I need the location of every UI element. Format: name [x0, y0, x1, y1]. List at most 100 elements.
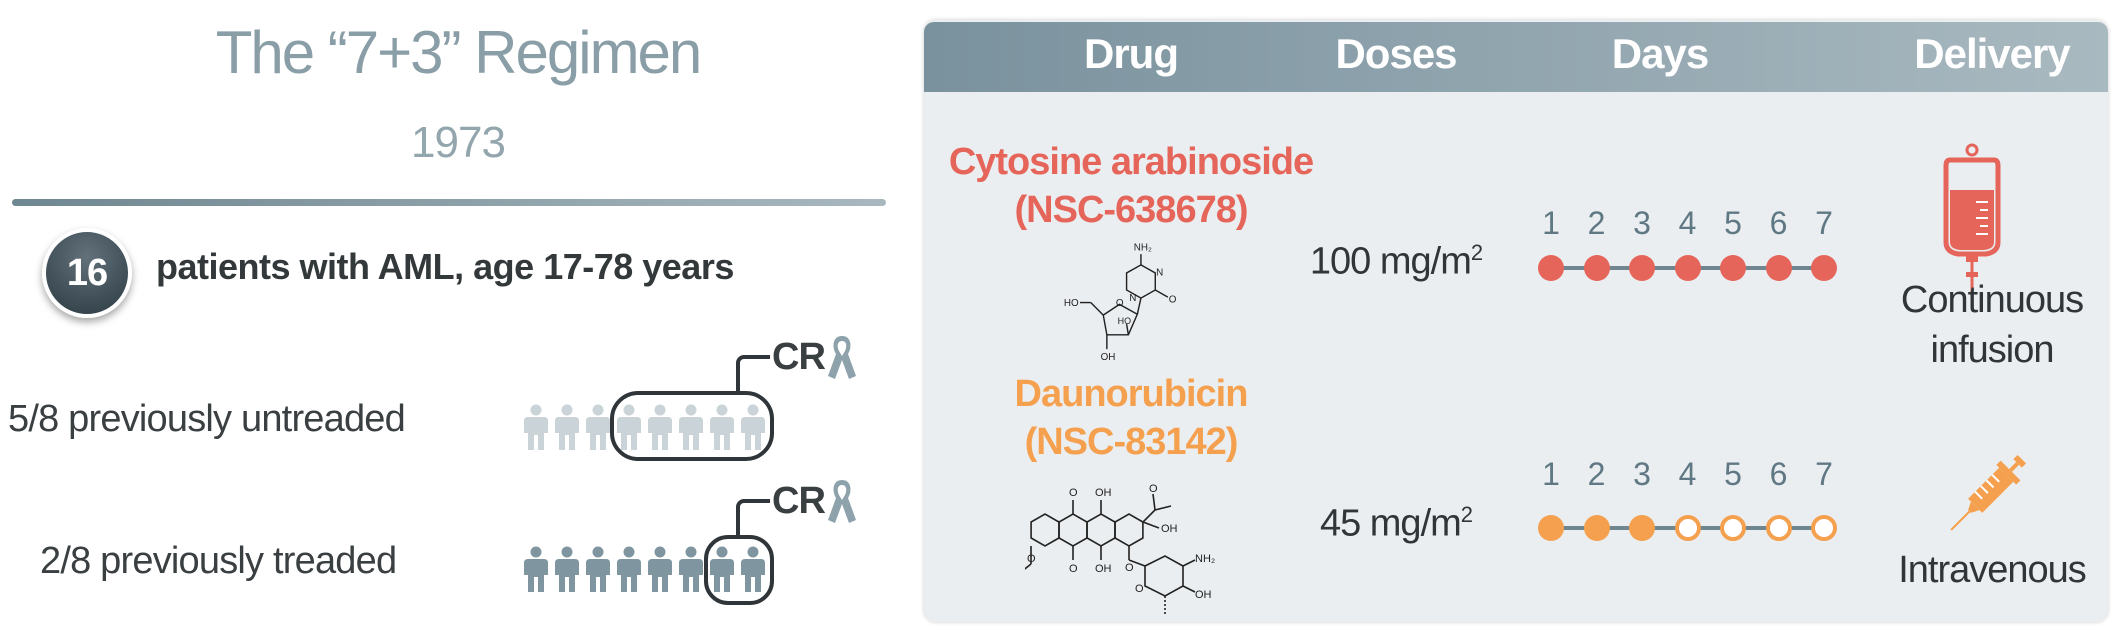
- responder-box-treated: [704, 535, 774, 605]
- day-number: 6: [1769, 456, 1788, 492]
- atom-label: N: [1129, 293, 1136, 304]
- header-days: Days: [1611, 30, 1709, 77]
- dose-day-dot-empty: [1811, 515, 1837, 541]
- atom-label: OH: [1095, 487, 1112, 499]
- cr-bracket: [736, 355, 770, 393]
- atom-label: O: [1125, 562, 1134, 574]
- person-icon: [710, 404, 734, 450]
- person-icon: [617, 546, 641, 592]
- day-number: 1: [1542, 205, 1560, 241]
- atom-label: NH₂: [1195, 553, 1215, 565]
- day-number: 3: [1633, 456, 1651, 492]
- cr-label: CR: [772, 480, 826, 522]
- day-number: 1: [1542, 456, 1560, 492]
- day-number: 2: [1587, 456, 1606, 492]
- patient-count-badge: 16: [42, 228, 132, 318]
- year-subtitle: 1973: [411, 118, 506, 167]
- awareness-ribbon-icon: [828, 336, 856, 379]
- ring: [1114, 513, 1144, 547]
- ring: [1058, 513, 1088, 547]
- header-drug: Drug: [1084, 30, 1179, 77]
- person-icon: [648, 404, 672, 450]
- atom-label: O: [1135, 583, 1144, 595]
- dose-day-dot-filled: [1629, 515, 1655, 541]
- ring: [1030, 513, 1060, 547]
- dose-exponent: 2: [1470, 240, 1483, 265]
- atom-label: OH: [1161, 523, 1178, 535]
- syringe-icon: [1950, 454, 2027, 531]
- regimen-table: [924, 20, 2108, 622]
- delivery-intravenous: Intravenous: [1898, 549, 2087, 591]
- atom-label: NH₂: [1134, 243, 1152, 254]
- person-icon: [586, 546, 610, 592]
- day-number: 5: [1724, 456, 1742, 492]
- cr-label: CR: [772, 336, 826, 378]
- atom-label: N: [1156, 268, 1163, 279]
- awareness-ribbon-icon: [828, 480, 856, 523]
- atom-label: O: [1069, 563, 1078, 575]
- table-header: [924, 22, 2108, 92]
- person-icon: [555, 546, 579, 592]
- drug-code-cytarabine: (NSC-638678): [1014, 189, 1249, 231]
- page-title: The “7+3” Regimen: [215, 19, 703, 86]
- atom-label: O: [1027, 553, 1036, 565]
- cytarabine-structure: NH₂ N O N O HO HO OH: [1064, 243, 1177, 363]
- atom-label: HO: [1118, 316, 1131, 326]
- person-icon: [524, 546, 548, 592]
- cr-bracket: [736, 499, 770, 537]
- dose-day-dot-empty: [1720, 515, 1746, 541]
- header-delivery: Delivery: [1914, 30, 2070, 77]
- person-icon: [679, 404, 703, 450]
- day-number: 4: [1678, 456, 1697, 492]
- day-number: 4: [1678, 205, 1697, 241]
- dose-day-dot-filled: [1538, 515, 1564, 541]
- dose-day-dot-filled: [1765, 255, 1792, 281]
- group-untreated-label: 5/8 previously untreaded: [8, 398, 406, 440]
- atom-label: OH: [1195, 589, 1212, 601]
- day-number: 2: [1587, 205, 1606, 241]
- dose-day-dot-filled: [1811, 255, 1837, 281]
- patients-description: patients with AML, age 17-78 years: [156, 246, 734, 287]
- ring: [1086, 513, 1116, 547]
- dose-day-dot-filled: [1629, 255, 1655, 281]
- person-icon: [555, 404, 579, 450]
- atom-label: HO: [1064, 298, 1079, 309]
- drug-name-daunorubicin: Daunorubicin: [1014, 373, 1249, 415]
- drug-code-daunorubicin: (NSC-83142): [1024, 421, 1239, 463]
- drug-name-cytarabine: Cytosine arabinoside: [948, 141, 1314, 183]
- person-icon: [648, 546, 672, 592]
- dose-day-dot-filled: [1720, 255, 1746, 281]
- atom-label: OH: [1101, 352, 1116, 363]
- day-number: 3: [1633, 205, 1651, 241]
- dose-exponent: 2: [1460, 502, 1473, 527]
- dose-day-dot-empty: [1674, 515, 1701, 541]
- person-icon: [679, 546, 703, 592]
- day-number: 6: [1769, 205, 1788, 241]
- daunorubicin-structure: O OH O OH O O OH O NH₂ OH O: [1025, 483, 1215, 614]
- group-treated-label: 2/8 previously treaded: [40, 540, 397, 582]
- dose-cytarabine: 100 mg/m2: [1266, 240, 1526, 284]
- atom-label: O: [1149, 483, 1158, 495]
- dose-day-dot-filled: [1674, 255, 1701, 281]
- dose-day-dot-filled: [1538, 255, 1564, 281]
- dose-day-dot-filled: [1583, 255, 1610, 281]
- day-number: 7: [1815, 456, 1833, 492]
- delivery-line: Continuous: [1900, 279, 2084, 321]
- dose-value: 100 mg/m: [1309, 240, 1472, 283]
- day-number: 7: [1815, 205, 1833, 241]
- dose-daunorubicin: 45 mg/m2: [1266, 502, 1526, 546]
- atom-label: O: [1069, 487, 1078, 499]
- dose-day-dot-empty: [1765, 515, 1792, 541]
- day-number: 5: [1724, 205, 1742, 241]
- header-doses: Doses: [1335, 30, 1457, 77]
- responder-box-untreated: [610, 391, 774, 461]
- atom-label: O: [1169, 295, 1177, 306]
- atom-label: OH: [1095, 563, 1112, 575]
- divider: [12, 199, 886, 206]
- atom-label: O: [1116, 298, 1124, 309]
- iv-bag-icon: [1943, 143, 2001, 298]
- person-icon: [586, 404, 610, 450]
- dose-day-dot-filled: [1583, 515, 1610, 541]
- person-icon: [524, 404, 548, 450]
